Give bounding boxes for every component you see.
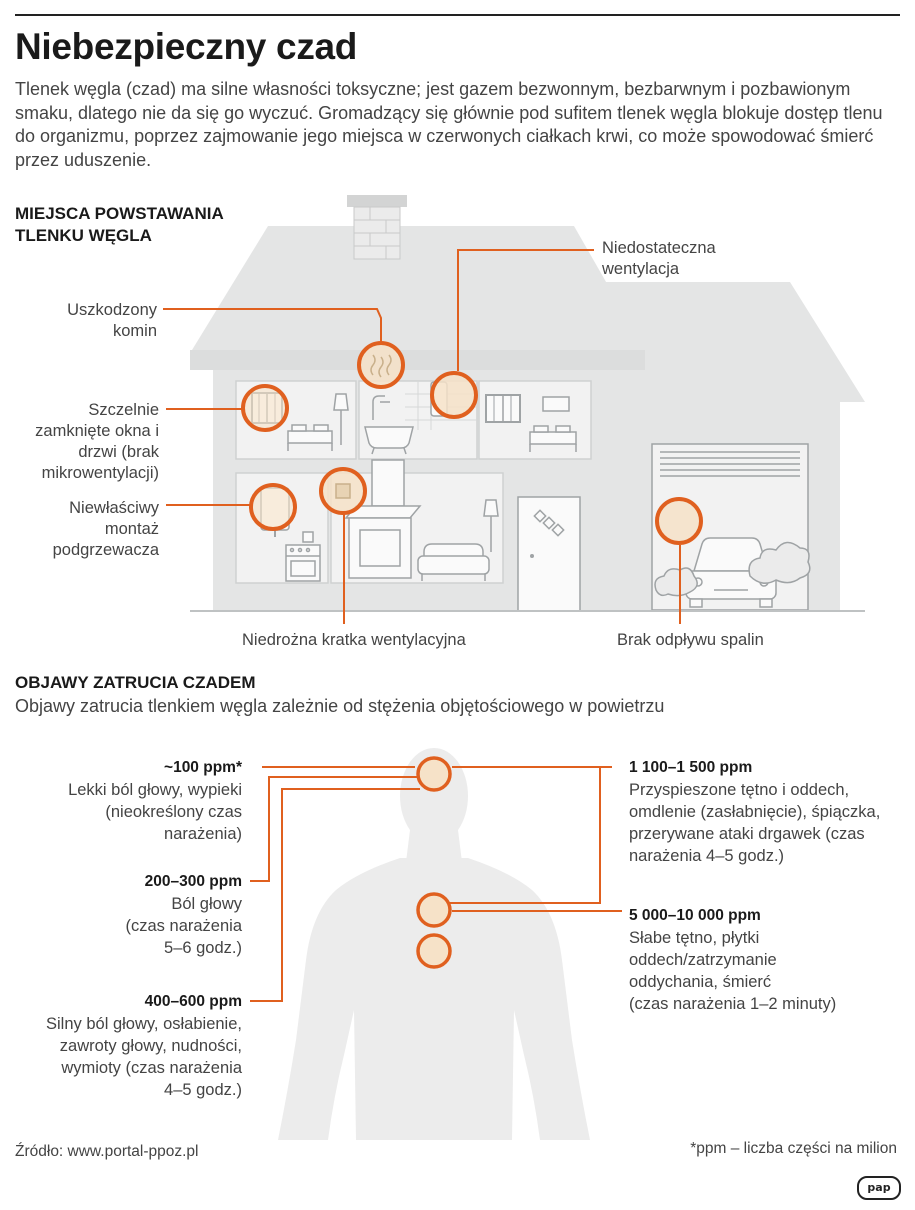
- exhaust-cloud-icon: [654, 541, 811, 597]
- leader-1100ppm-chest: [444, 767, 601, 904]
- body-leader-lines: [250, 766, 622, 1002]
- source-label-heater: Niewłaściwy montaż podgrzewacza: [52, 499, 159, 559]
- pap-logo: pap: [857, 1176, 901, 1200]
- leader-chimney: [163, 308, 382, 342]
- level-desc-200: Ból głowy (czas narażenia 5–6 godz.): [125, 895, 242, 957]
- intro-text: Tlenek węgla (czad) ma silne własności t…: [15, 79, 883, 170]
- top-rule: [15, 14, 900, 16]
- leader-200ppm: [250, 776, 418, 882]
- page-title: Niebezpieczny czad: [15, 26, 358, 67]
- stove-icon: [285, 531, 321, 582]
- source-label-exhaust: Brak odpływu spalin: [617, 631, 764, 649]
- house-markers: [241, 341, 703, 545]
- ppm-footnote: *ppm – liczba części na milion: [690, 1140, 897, 1157]
- marker-head: [416, 756, 452, 792]
- marker-chest: [416, 892, 452, 928]
- front-door: [517, 496, 581, 612]
- leader-ventilation: [457, 249, 594, 371]
- source-credit: Źródło: www.portal-ppoz.pl: [15, 1143, 199, 1160]
- sources-heading: MIEJSCA POWSTAWANIA TLENKU WĘGLA: [15, 204, 224, 245]
- level-desc-5000: Słabe tętno, płytki oddech/zatrzymanie o…: [629, 929, 837, 1013]
- bathtub-icon: [364, 395, 414, 455]
- source-label-windows: Szczelnie zamknięte okna i drzwi (brak m…: [35, 401, 159, 482]
- level-desc-100: Lekki ból głowy, wypieki (nieokreślony c…: [68, 781, 242, 843]
- marker-exhaust: [655, 497, 703, 545]
- level-range-1100: 1 100–1 500 ppm: [629, 759, 753, 776]
- symptoms-subtitle: Objawy zatrucia tlenkiem węgla zależnie …: [15, 696, 665, 716]
- level-range-400: 400–600 ppm: [144, 993, 242, 1010]
- human-body-silhouette: [278, 748, 590, 1140]
- marker-ventilation: [430, 371, 478, 419]
- sofa-icon: [417, 543, 490, 581]
- level-desc-1100: Przyspieszone tętno i oddech, omdlenie (…: [629, 781, 881, 865]
- house-roof: [192, 226, 645, 350]
- chimney-cap: [347, 195, 407, 207]
- level-range-200: 200–300 ppm: [144, 873, 242, 890]
- level-range-5000: 5 000–10 000 ppm: [629, 907, 761, 924]
- symptoms-heading: OBJAWY ZATRUCIA CZADEM: [15, 673, 256, 692]
- level-desc-400: Silny ból głowy, osłabienie, zawroty gło…: [46, 1015, 242, 1099]
- house-leader-lines: [163, 249, 681, 624]
- fireplace-icon: [344, 459, 422, 579]
- marker-windows: [241, 384, 289, 432]
- body-markers: [416, 756, 452, 969]
- marker-abdomen: [416, 933, 452, 969]
- source-label-ventilation: Niedostateczna wentylacja: [602, 239, 716, 278]
- house-illustration: [190, 195, 865, 612]
- vent-grille-icon: [335, 483, 351, 499]
- marker-heater: [249, 483, 297, 531]
- source-label-grille: Niedrożna kratka wentylacyjna: [242, 631, 466, 649]
- level-range-100: ~100 ppm*: [164, 759, 242, 776]
- bed-icon: [287, 424, 333, 451]
- garage-roof: [558, 282, 865, 402]
- smoke-icon: [370, 354, 392, 378]
- marker-chimney: [357, 341, 405, 389]
- leader-400ppm: [250, 788, 420, 1002]
- source-label-chimney: Uszkodzony komin: [67, 301, 157, 340]
